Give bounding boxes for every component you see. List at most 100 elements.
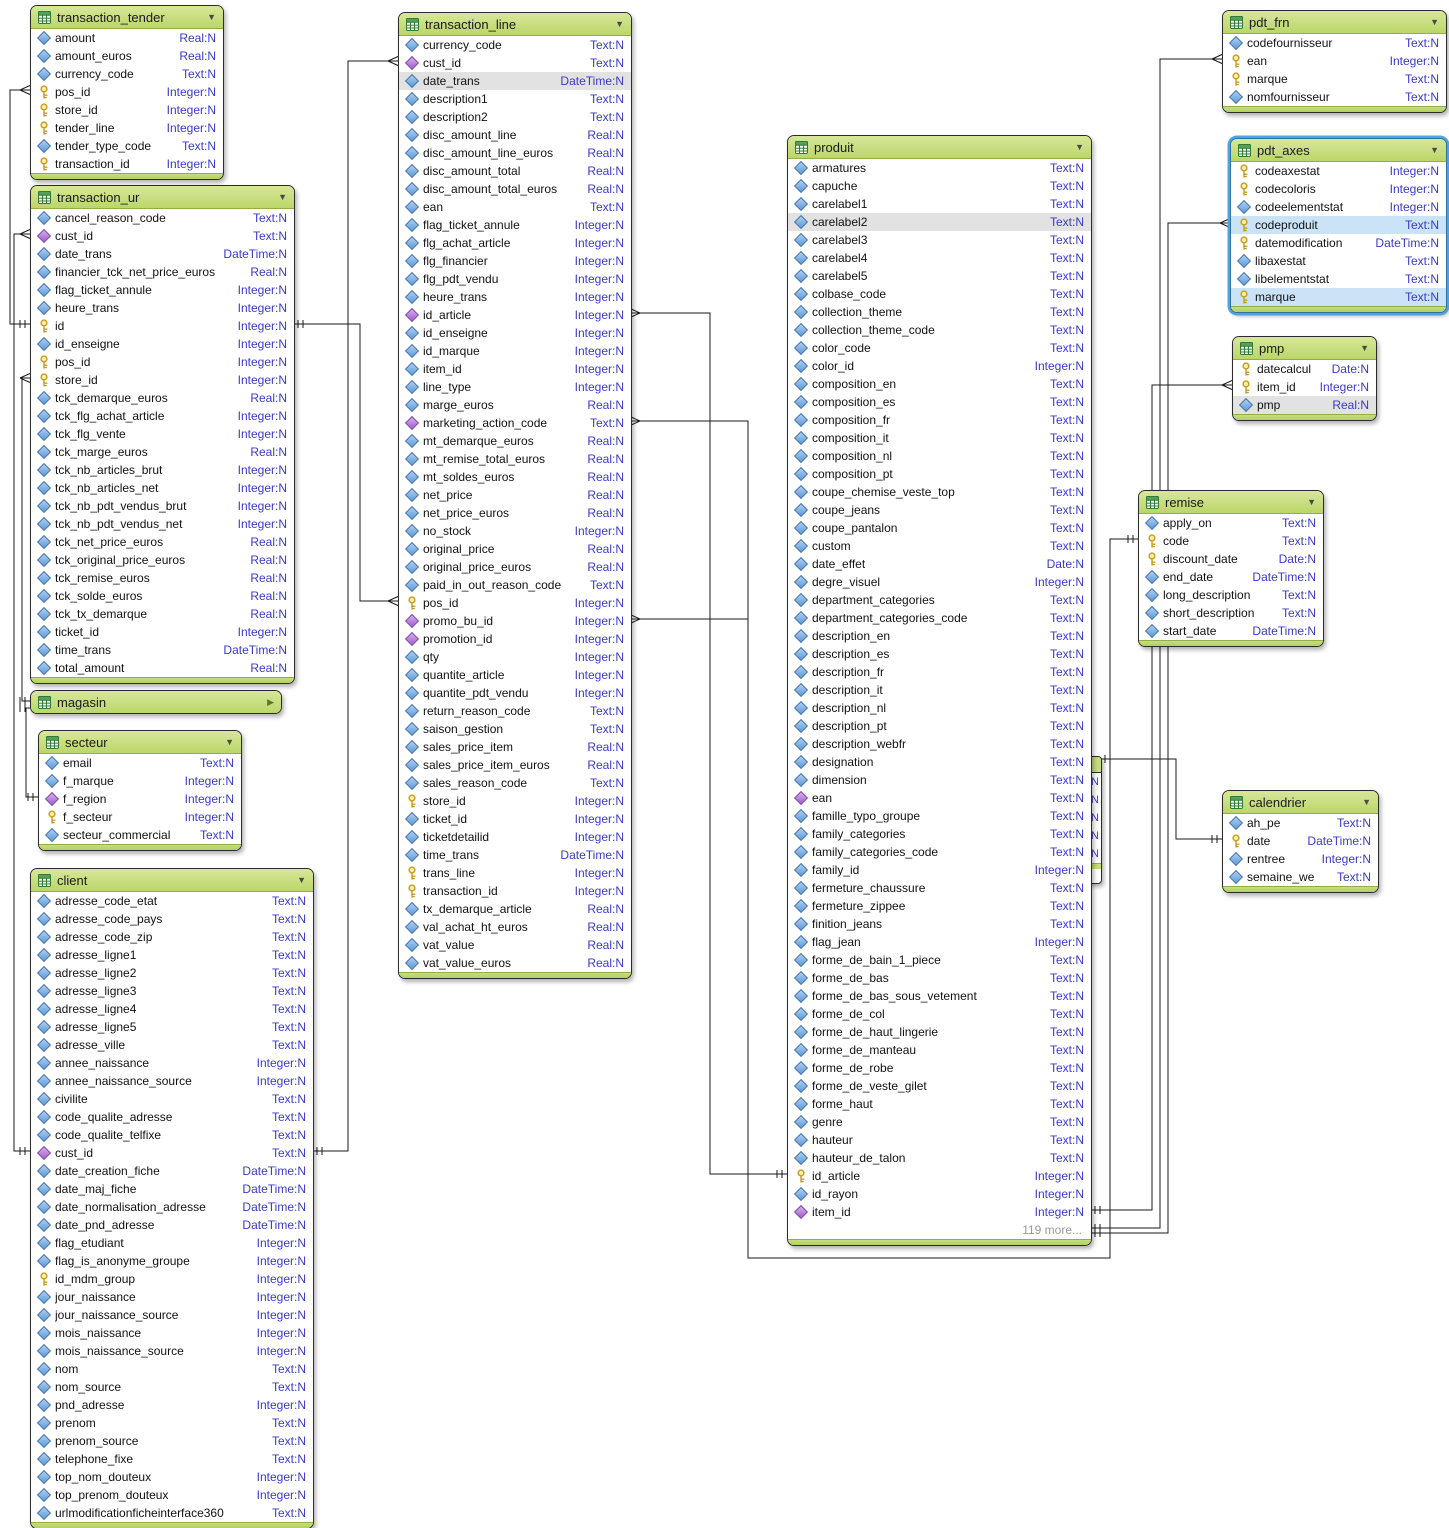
table-header-client[interactable]: client▼	[31, 869, 313, 892]
collapse-arrow-icon[interactable]: ▼	[207, 11, 216, 22]
table-header-transaction_tender[interactable]: transaction_tender▼	[31, 6, 223, 29]
table-header-transaction_line[interactable]: transaction_line▼	[399, 13, 631, 36]
collapse-arrow-icon[interactable]: ▼	[1430, 144, 1439, 155]
connector-produit-to-pmp[interactable]	[1090, 380, 1233, 1215]
connector-produit-to-transaction_line[interactable]	[629, 308, 787, 1179]
connector-client-to-transaction_line[interactable]	[312, 56, 399, 1156]
table-header-transaction_ur[interactable]: transaction_ur▼	[31, 186, 294, 209]
table-header-calendrier[interactable]: calendrier▼	[1223, 791, 1378, 814]
collapse-arrow-icon[interactable]: ▼	[225, 736, 234, 747]
